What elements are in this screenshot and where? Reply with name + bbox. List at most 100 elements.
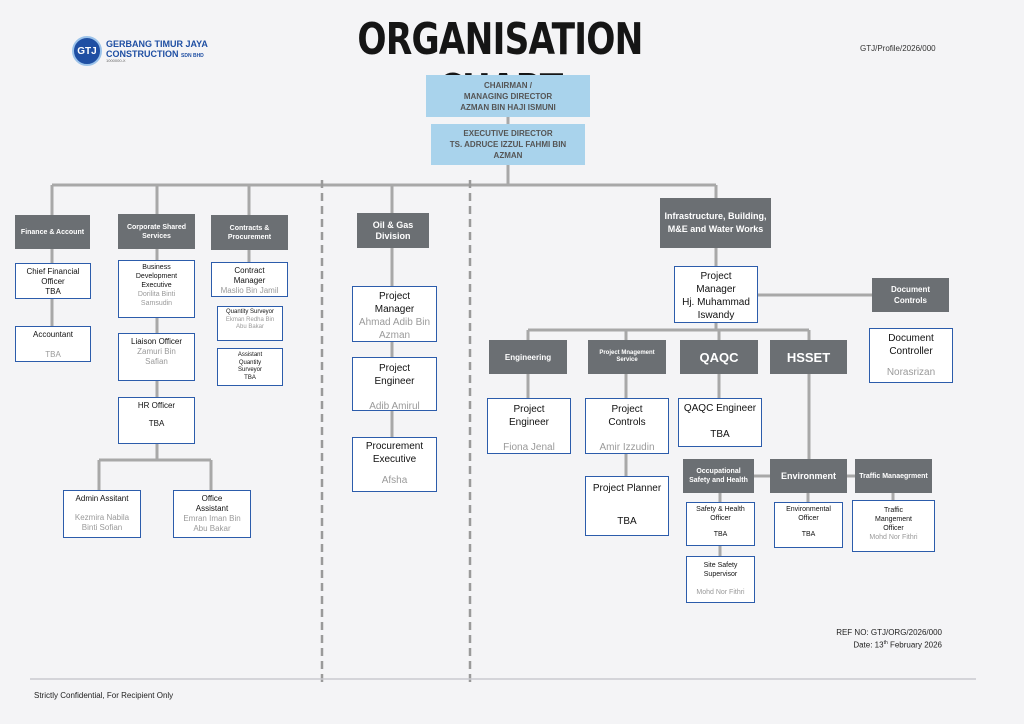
document-date: Date: 13th February 2026 [800,638,942,651]
role-name: TBA [617,516,637,527]
date-suffix: February 2026 [887,640,942,650]
role-title: Project Manager [374,291,415,315]
role-name: Ekman Redha Bin Abu Bakar [225,316,275,331]
card-project-planner: Project Planner TBA [585,476,669,536]
company-name-line2: CONSTRUCTION [106,49,179,59]
role-title: Admin Assitant [75,494,129,503]
role-title: Project Engineer [374,363,415,387]
role-name: Dorilita Binti Samsudin [137,291,176,307]
exec-director-name-1: TS. ADRUCE IZZUL FAHMI BIN [449,140,567,149]
card-og-project-manager: Project Manager Ahmad Adib Bin Azman [352,286,437,342]
role-title: Accountant [32,330,74,339]
dept-environment: Environment [770,459,847,493]
company-suffix: SDN BHD [181,53,204,59]
role-name: TBA [713,531,728,538]
role-title: Traffic Mangement Officer [875,507,912,532]
card-quantity-surveyor: Quantity Surveyor Ekman Redha Bin Abu Ba… [217,306,283,341]
role-title: QAQC Engineer [683,403,757,414]
dept-document-controls: Document Controls [872,278,949,312]
dept-hsset: HSSET [770,340,847,374]
role-name: Hj. Muhammad Iswandy [682,297,750,321]
role-title: Safety & Health Officer [696,506,745,522]
card-document-controller: Document Controller Norasrizan [869,328,953,383]
card-office-assistant: Office Assistant Emran Iman Bin Abu Baka… [173,490,251,538]
role-title: Procurement Executive [365,441,424,465]
role-title: Chief Financial Officer [26,267,80,286]
dept-project-management-service: Project Mnagement Service [588,340,666,374]
role-title: Contract Manager [233,266,266,285]
card-eng-project-engineer: Project Engineer Fiona Jenal [487,398,571,454]
role-title: Project Engineer [508,404,550,428]
role-title: Assistant Quantity Surveyor [237,352,263,373]
logo-badge: GTJ [72,36,102,66]
reference-block: REF NO: GTJ/ORG/2026/000 Date: 13th Febr… [800,628,942,651]
profile-ref: GTJ/Profile/2026/000 [860,44,936,53]
role-title: Project Planner [592,483,662,494]
role-name: TBA [244,374,256,381]
card-accountant: Accountant TBA [15,326,91,362]
chairman-subtitle: MANAGING DIRECTOR [463,91,553,101]
role-name: TBA [45,350,61,359]
role-title: Quantity Surveyor [225,309,275,315]
company-reg: 1000000-X [106,58,126,63]
role-name: TBA [710,429,730,440]
role-name: Mohd Nor Fithri [696,589,745,596]
card-site-safety-supervisor: Site Safety Supervisor Mohd Nor Fithri [686,556,755,603]
card-safety-health-officer: Safety & Health Officer TBA [686,502,755,546]
card-hr: HR Officer TBA [118,397,195,444]
role-name: Maslio Bin Jamil [220,286,279,295]
role-name: TBA [801,531,816,538]
card-bde: Business Development Executive Dorilita … [118,260,195,318]
role-name: Zamuri Bin Safian [137,347,176,366]
card-qaqc-engineer: QAQC Engineer TBA [678,398,762,447]
dept-qaqc: QAQC [680,340,758,374]
chairman-box: CHAIRMAN / MANAGING DIRECTOR AZMAN BIN H… [426,75,590,117]
card-assistant-qs: Assistant Quantity Surveyor TBA [217,348,283,386]
card-project-controls: Project Controls Amir Izzudin [585,398,669,454]
role-title: Project Controls [608,404,646,428]
card-contract-manager: Contract Manager Maslio Bin Jamil [211,262,288,297]
role-title: Site Safety Supervisor [703,562,738,578]
company-logo: GTJ GERBANG TIMUR JAYA CONSTRUCTION SDN … [72,36,212,66]
role-title: HR Officer [137,401,176,410]
role-name: Emran Iman Bin Abu Bakar [183,514,241,533]
role-name: Norasrizan [886,367,936,378]
card-og-project-engineer: Project Engineer Adib Amirul [352,357,437,412]
card-traffic-management-officer: Traffic Mangement Officer Mohd Nor Fithr… [852,500,935,552]
role-name: TBA [45,287,61,296]
card-liaison: Liaison Officer Zamuri Bin Safian [118,333,195,381]
role-title: Liaison Officer [131,337,182,346]
dept-finance: Finance & Account [15,215,90,249]
dept-contracts: Contracts & Procurement [211,215,288,250]
dept-traffic: Traffic Manaegrment [855,459,932,493]
role-name: Adib Amirul [369,401,420,412]
company-name-line1: GERBANG TIMUR JAYA [106,39,208,49]
dept-infrastructure: Infrastructure, Building, M&E and Water … [660,198,771,248]
exec-director-name-2: AZMAN [493,151,523,160]
role-name: Kezmira Nabila Binti Sofian [74,513,130,532]
role-name: Afsha [381,475,408,486]
card-environmental-officer: Environmental Officer TBA [774,502,843,548]
confidential-note: Strictly Confidential, For Recipient Onl… [34,691,174,700]
role-title: Project Manager [696,271,736,295]
ref-number: REF NO: GTJ/ORG/2026/000 [836,628,942,637]
chairman-title: CHAIRMAN / [484,80,532,90]
role-title: Environmental Officer [786,506,831,522]
role-name: Fiona Jenal [503,442,555,453]
card-infra-project-manager: Project Manager Hj. Muhammad Iswandy [674,266,758,323]
role-name: TBA [148,419,165,428]
date-prefix: Date: 13 [853,640,884,650]
company-name: GERBANG TIMUR JAYA CONSTRUCTION SDN BHD [106,39,208,61]
dept-oil-gas: Oil & Gas Division [357,213,429,248]
card-admin-assistant: Admin Assitant Kezmira Nabila Binti Sofi… [63,490,141,538]
role-name: Amir Izzudin [599,442,655,453]
dept-engineering: Engineering [489,340,567,374]
role-title: Document Controller [888,333,934,357]
role-title: Office Assistant [195,494,229,513]
card-procurement-executive: Procurement Executive Afsha [352,437,437,492]
card-cfo: Chief Financial Officer TBA [15,263,91,299]
date-sup: th [883,640,888,646]
exec-director-box: EXECUTIVE DIRECTOR TS. ADRUCE IZZUL FAHM… [431,124,585,165]
role-name: Mohd Nor Fithri [869,534,918,541]
